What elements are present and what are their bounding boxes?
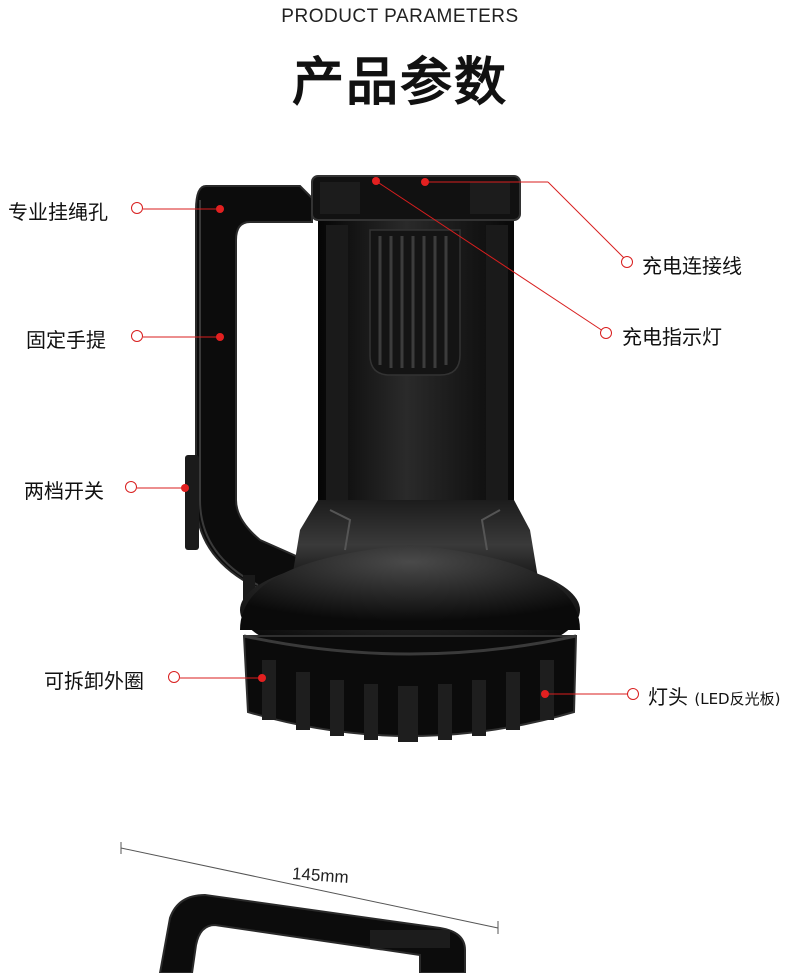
flashlight-body [311, 175, 521, 505]
callout-lanyard-hole: 专业挂绳孔 [8, 200, 108, 224]
section-subtitle: PRODUCT PARAMETERS [281, 6, 519, 27]
lamp-head-note: (LED反光板) [694, 690, 781, 708]
callout-fixed-handle: 固定手提 [26, 328, 106, 352]
marker-lanyard-hole [216, 205, 224, 213]
ring-icon [168, 671, 180, 683]
marker-charging-cable [421, 178, 429, 186]
detachable-outer-ring [242, 634, 578, 742]
ring-icon [621, 256, 633, 268]
page-title: 产品参数 [291, 53, 508, 113]
callout-detachable-ring: 可拆卸外圈 [44, 669, 144, 693]
marker-fixed-handle [216, 333, 224, 341]
marker-ring [258, 674, 266, 682]
ring-icon [627, 688, 639, 700]
dimension-line [120, 842, 499, 934]
marker-lamp-head [541, 690, 549, 698]
ring-icon [125, 481, 137, 493]
callout-charging-cable: 充电连接线 [642, 254, 742, 278]
handle [185, 185, 313, 610]
ring-icon [600, 327, 612, 339]
callout-lamp-head: 灯头 (LED反光板) [648, 681, 780, 710]
callout-charging-indicator: 充电指示灯 [622, 325, 722, 349]
callout-switch: 两档开关 [24, 479, 104, 503]
ring-icon [131, 202, 143, 214]
dimension-label: 145mm [291, 864, 350, 887]
marker-switch [181, 484, 189, 492]
marker-charging-indicator [372, 177, 380, 185]
callout-lines [137, 180, 629, 695]
lamp-head-label: 灯头 [648, 685, 688, 709]
ring-icon [131, 330, 143, 342]
flashlight-top-view [158, 893, 466, 973]
